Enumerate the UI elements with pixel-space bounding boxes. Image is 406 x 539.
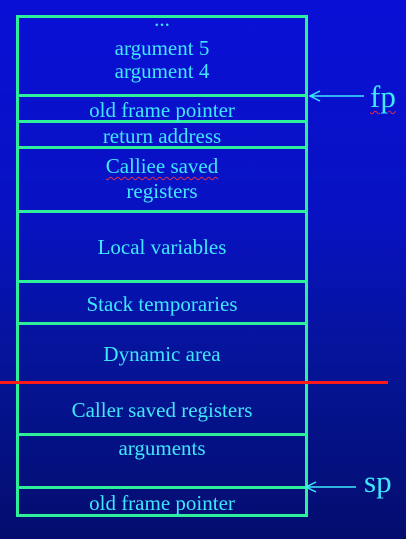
arguments-label: arguments bbox=[118, 436, 206, 460]
divider-callee-locals bbox=[16, 210, 308, 213]
divider-oldfp-return bbox=[16, 120, 308, 123]
divider-temps-dynamic bbox=[16, 322, 308, 325]
divider-return-callee bbox=[16, 146, 308, 149]
divider-caller-arguments bbox=[16, 433, 308, 436]
argument-5-label: argument 5 bbox=[114, 36, 210, 60]
stack-temporaries-label: Stack temporaries bbox=[86, 292, 238, 316]
frame-boundary-line bbox=[0, 381, 388, 384]
callee-saved-word: Calliee saved bbox=[105, 154, 219, 178]
ellipsis-label: ... bbox=[154, 7, 170, 31]
old-frame-pointer-top-label: old frame pointer bbox=[89, 98, 235, 122]
callee-saved-line1-label: Calliee saved bbox=[16, 155, 308, 178]
divider-locals-temps bbox=[16, 280, 308, 283]
callee-saved-line2-label: registers bbox=[126, 179, 198, 203]
sp-label: sp bbox=[364, 464, 392, 499]
fp-arrow-icon bbox=[308, 90, 364, 102]
argument-4-label: argument 4 bbox=[114, 59, 210, 83]
caller-saved-registers-label: Caller saved registers bbox=[71, 398, 253, 422]
return-address-label: return address bbox=[102, 124, 222, 148]
divider-args-oldfp bbox=[16, 94, 308, 97]
sp-arrow-icon bbox=[304, 481, 356, 493]
local-variables-label: Local variables bbox=[97, 235, 227, 259]
stack-frame-box bbox=[16, 15, 308, 517]
divider-arguments-oldfp bbox=[16, 486, 308, 489]
dynamic-area-label: Dynamic area bbox=[103, 342, 221, 366]
old-frame-pointer-bottom-label: old frame pointer bbox=[89, 491, 235, 515]
fp-label: fp bbox=[370, 79, 396, 114]
